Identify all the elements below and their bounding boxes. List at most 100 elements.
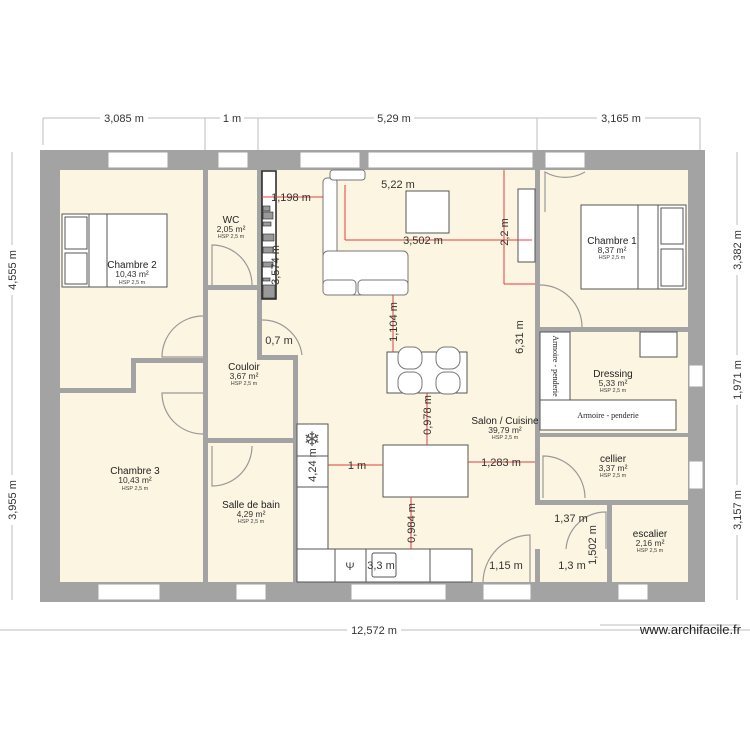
svg-text:1,198 m: 1,198 m: [271, 192, 311, 204]
svg-text:HSP 2,5 m: HSP 2,5 m: [600, 388, 627, 394]
svg-text:0,7 m: 0,7 m: [265, 335, 293, 347]
interior-walls: [60, 170, 688, 582]
svg-text:3,3 m: 3,3 m: [367, 560, 395, 572]
window[interactable]: [544, 151, 586, 169]
window[interactable]: [97, 583, 161, 601]
door-wc[interactable]: [211, 244, 253, 286]
svg-text:Chambre 2: Chambre 2: [107, 260, 157, 271]
doors[interactable]: [161, 170, 607, 583]
svg-text:HSP 2,5 m: HSP 2,5 m: [231, 381, 258, 387]
door-salle-de-bain[interactable]: [211, 445, 253, 487]
window[interactable]: [107, 151, 169, 169]
sink-icon: [371, 552, 397, 578]
door-entrance[interactable]: [482, 534, 531, 583]
door-chambre-1[interactable]: [544, 170, 586, 212]
window[interactable]: [482, 583, 532, 601]
bed-chambre-1: [580, 204, 687, 290]
svg-text:3,502 m: 3,502 m: [403, 235, 443, 247]
svg-text:12,572 m: 12,572 m: [351, 625, 397, 637]
corner-sofa: [322, 169, 409, 296]
svg-text:HSP 2,5 m: HSP 2,5 m: [599, 255, 626, 261]
door-chambre-2[interactable]: [161, 315, 204, 358]
svg-text:1 m: 1 m: [223, 113, 241, 125]
svg-text:HSP 2,5 m: HSP 2,5 m: [238, 519, 265, 525]
armoire-penderie: [539, 399, 677, 431]
watermark: www.archifacile.fr: [639, 622, 742, 637]
dressing-cabinet: [639, 331, 678, 358]
kitchen-island: [382, 444, 469, 498]
svg-text:HSP 2,5 m: HSP 2,5 m: [600, 473, 627, 479]
svg-text:HSP 2,5 m: HSP 2,5 m: [218, 234, 245, 240]
svg-text:2,16 m²: 2,16 m²: [636, 538, 665, 548]
svg-text:cellier: cellier: [600, 454, 627, 465]
svg-text:5,29 m: 5,29 m: [377, 113, 411, 125]
svg-text:Couloir: Couloir: [228, 362, 260, 373]
svg-text:1,3 m: 1,3 m: [558, 560, 586, 572]
svg-text:4,555 m: 4,555 m: [7, 250, 19, 290]
window[interactable]: [688, 364, 704, 388]
svg-text:10,43 m²: 10,43 m²: [118, 475, 152, 485]
armoire-dressing-vertical: [539, 331, 571, 401]
svg-text:5,33 m²: 5,33 m²: [599, 378, 628, 388]
svg-text:1,502 m: 1,502 m: [587, 525, 599, 565]
svg-text:4,24 m: 4,24 m: [307, 448, 319, 482]
svg-text:HSP 2,5 m: HSP 2,5 m: [122, 486, 149, 492]
freezer-icon: ❄: [304, 429, 321, 451]
coffee-table: [405, 190, 450, 234]
door-chambre-1-inner[interactable]: [539, 284, 583, 328]
armoire-vertical-label: Armoire - penderie: [551, 335, 560, 397]
dining-table: [386, 346, 468, 395]
furniture: ❄ Ψ: [61, 169, 687, 583]
svg-text:Salle de bain: Salle de bain: [222, 500, 280, 511]
door-cellier[interactable]: [542, 455, 586, 499]
svg-text:0,978 m: 0,978 m: [422, 395, 434, 435]
window[interactable]: [217, 151, 249, 169]
svg-text:3,165 m: 3,165 m: [601, 113, 641, 125]
svg-text:1 m: 1 m: [348, 460, 366, 472]
sliding-window[interactable]: [350, 583, 447, 601]
svg-text:3,955 m: 3,955 m: [7, 480, 19, 520]
cutlery-icon: Ψ: [345, 561, 354, 573]
window[interactable]: [688, 460, 704, 490]
window[interactable]: [617, 583, 649, 601]
window[interactable]: [299, 151, 361, 169]
kitchen-units: ❄ Ψ: [296, 423, 473, 583]
door-escalier[interactable]: [565, 511, 607, 550]
svg-text:6,31 m: 6,31 m: [514, 320, 526, 354]
svg-text:3,574 m: 3,574 m: [270, 245, 282, 285]
svg-text:escalier: escalier: [633, 529, 668, 540]
svg-text:10,43 m²: 10,43 m²: [115, 269, 149, 279]
svg-text:1,971 m: 1,971 m: [732, 360, 744, 400]
svg-text:HSP 2,5 m: HSP 2,5 m: [492, 435, 519, 441]
svg-text:HSP 2,5 m: HSP 2,5 m: [637, 548, 664, 554]
windows[interactable]: [97, 151, 704, 601]
svg-text:5,22 m: 5,22 m: [381, 179, 415, 191]
svg-text:1,283 m: 1,283 m: [481, 457, 521, 469]
svg-text:2,2 m: 2,2 m: [499, 218, 511, 246]
svg-text:3,085 m: 3,085 m: [104, 113, 144, 125]
door-chambre-3[interactable]: [161, 392, 204, 435]
svg-text:3,382 m: 3,382 m: [732, 230, 744, 270]
svg-text:39,79 m²: 39,79 m²: [488, 425, 522, 435]
armoire-penderie-label: Armoire - penderie: [577, 411, 639, 420]
svg-text:3,37 m²: 3,37 m²: [599, 463, 628, 473]
tv-cabinet: [517, 188, 536, 263]
svg-text:0,984 m: 0,984 m: [406, 503, 418, 543]
svg-text:2,05 m²: 2,05 m²: [217, 224, 246, 234]
window[interactable]: [235, 583, 267, 601]
svg-text:1,37 m: 1,37 m: [554, 513, 588, 525]
svg-text:3,157 m: 3,157 m: [732, 490, 744, 530]
door-couloir[interactable]: [261, 319, 303, 356]
svg-text:Chambre 3: Chambre 3: [110, 466, 160, 477]
sliding-window[interactable]: [367, 151, 534, 169]
